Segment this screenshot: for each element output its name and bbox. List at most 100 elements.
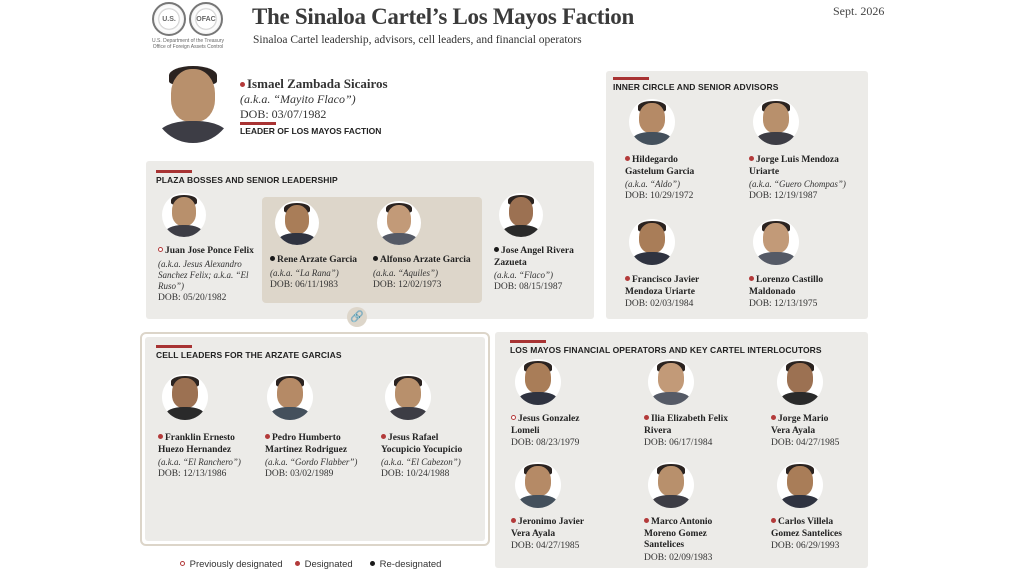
status-marker-icon [771, 518, 776, 523]
inner-person-photo [629, 99, 675, 145]
divider [240, 122, 276, 125]
financial-person-photo [515, 462, 561, 508]
status-marker-icon [771, 415, 776, 420]
financial-person-photo [648, 462, 694, 508]
inner-person-dob: DOB: 12/19/1987 [749, 191, 818, 201]
status-marker-icon [644, 415, 649, 420]
cell-person-photo [162, 374, 208, 420]
inner-circle-heading: INNER CIRCLE AND SENIOR ADVISORS [613, 82, 779, 92]
plaza-person-aka: (a.k.a. “La Rana”) [270, 267, 339, 278]
leader-role: LEADER OF LOS MAYOS FACTION [240, 126, 382, 136]
financial-person-dob: DOB: 08/23/1979 [511, 438, 580, 448]
designated-marker-icon [295, 561, 300, 566]
plaza-person-photo [275, 201, 319, 245]
plaza-person-aka: (a.k.a. “Flaco”) [494, 270, 553, 280]
designated-marker-icon [240, 82, 245, 87]
cell-person-aka: (a.k.a. “El Cabezon”) [381, 457, 461, 467]
status-marker-icon [158, 247, 163, 252]
cell-person-aka: (a.k.a. “Gordo Flabber”) [265, 457, 358, 467]
inner-person-dob: DOB: 02/03/1984 [625, 299, 694, 309]
cell-person-dob: DOB: 12/13/1986 [158, 469, 227, 479]
divider [510, 340, 546, 343]
financial-person-dob: DOB: 06/29/1993 [771, 541, 840, 551]
cell-person-photo [267, 374, 313, 420]
cell-person-aka: (a.k.a. “El Ranchero”) [158, 457, 241, 467]
status-marker-icon [373, 256, 378, 261]
financial-person-photo [648, 359, 694, 405]
plaza-person-aka: (a.k.a. “Aquiles”) [373, 267, 438, 278]
page-title: The Sinaloa Cartel’s Los Mayos Faction [252, 4, 634, 29]
plaza-person-photo [499, 193, 543, 237]
financial-person-photo [777, 359, 823, 405]
plaza-person-name: Rene Arzate Garcia [270, 255, 357, 267]
cell-person-dob: DOB: 10/24/1988 [381, 469, 450, 479]
plaza-person-dob: DOB: 08/15/1987 [494, 282, 563, 292]
cell-person-dob: DOB: 03/02/1989 [265, 469, 334, 479]
leader-photo [153, 63, 233, 143]
plaza-person-photo [162, 193, 206, 237]
cell-leaders-heading: CELL LEADERS FOR THE ARZATE GARCIAS [156, 350, 342, 360]
leader-aka: (a.k.a. “Mayito Flaco”) [240, 92, 356, 106]
plaza-person-name: Juan Jose Ponce Felix [158, 246, 254, 258]
divider [613, 77, 649, 80]
link-icon: 🔗 [347, 307, 367, 327]
financial-person-dob: DOB: 06/17/1984 [644, 438, 713, 448]
inner-person-dob: DOB: 12/13/1975 [749, 299, 818, 309]
inner-person-aka: (a.k.a. “Guero Chompas”) [749, 179, 846, 189]
legend-redesignated: Re-designated [370, 559, 441, 570]
inner-person-photo [629, 219, 675, 265]
page-subtitle: Sinaloa Cartel leadership, advisors, cel… [253, 34, 582, 46]
financial-person-photo [777, 462, 823, 508]
financial-person-dob: DOB: 02/09/1983 [644, 552, 713, 563]
inner-person-aka: (a.k.a. “Aldo”) [625, 179, 680, 189]
plaza-person-dob: DOB: 06/11/1983 [270, 279, 338, 290]
leader-name: Ismael Zambada Sicairos [240, 76, 388, 92]
status-marker-icon [270, 256, 275, 261]
treasury-seal-icon: U.S. [152, 2, 186, 36]
status-marker-icon [265, 434, 270, 439]
financial-heading: LOS MAYOS FINANCIAL OPERATORS AND KEY CA… [510, 345, 822, 355]
financial-person-photo [515, 359, 561, 405]
plaza-person-dob: DOB: 12/02/1973 [373, 279, 442, 290]
inner-person-dob: DOB: 10/29/1972 [625, 191, 694, 201]
status-marker-icon [511, 518, 516, 523]
legend-designated: Designated [295, 559, 353, 570]
status-marker-icon [625, 156, 630, 161]
leader-dob: DOB: 03/07/1982 [240, 107, 327, 121]
status-marker-icon [749, 276, 754, 281]
financial-person-dob: DOB: 04/27/1985 [511, 541, 580, 551]
status-marker-icon [749, 156, 754, 161]
divider [156, 170, 192, 173]
plaza-heading: PLAZA BOSSES AND SENIOR LEADERSHIP [156, 175, 338, 185]
financial-person-dob: DOB: 04/27/1985 [771, 438, 840, 448]
status-marker-icon [625, 276, 630, 281]
status-marker-icon [511, 415, 516, 420]
ofac-seal-icon: OFAC [189, 2, 223, 36]
cell-leaders-panel [145, 337, 485, 541]
inner-person-photo [753, 219, 799, 265]
publication-date: Sept. 2026 [833, 4, 885, 18]
status-marker-icon [494, 247, 499, 252]
legend-previously: Previously designated [180, 559, 283, 570]
re-designated-marker-icon [370, 561, 375, 566]
divider [156, 345, 192, 348]
agency-line-2: Office of Foreign Assets Control [152, 44, 224, 50]
plaza-person-photo [377, 201, 421, 245]
agency-name: U.S. Department of the Treasury Office o… [132, 38, 244, 50]
status-marker-icon [644, 518, 649, 523]
